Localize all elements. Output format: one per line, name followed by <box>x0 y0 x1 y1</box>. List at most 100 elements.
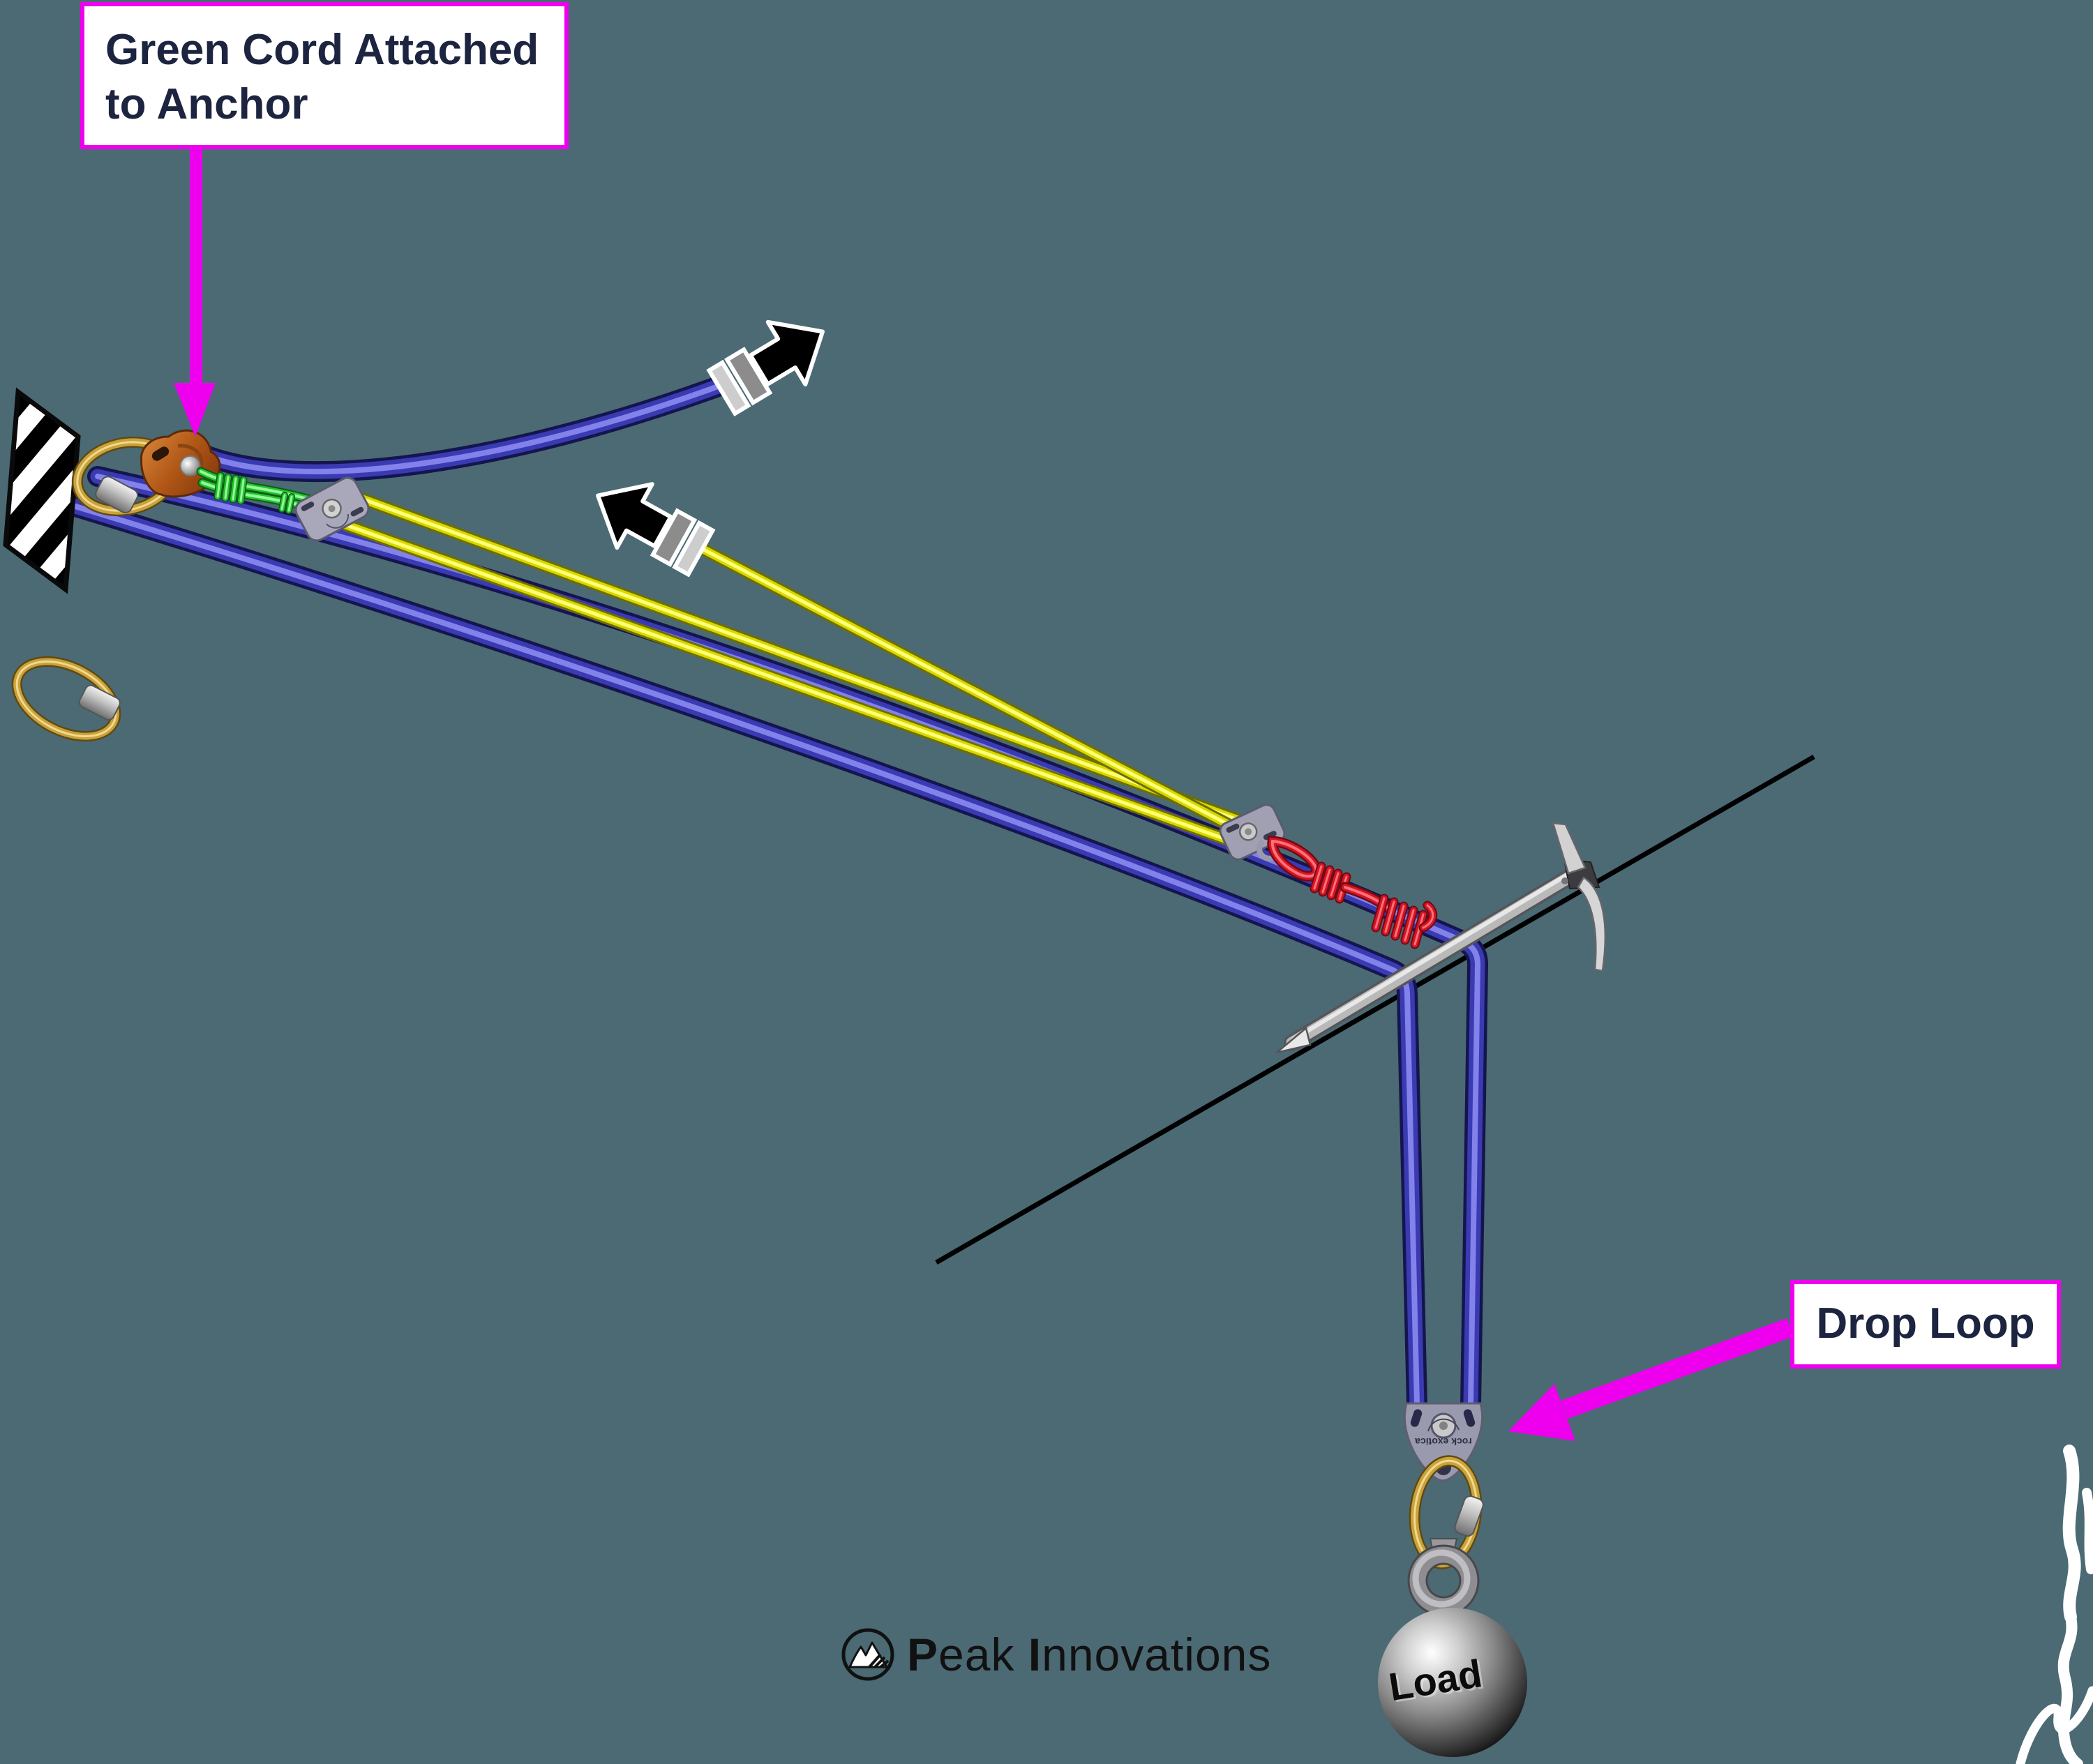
ice-axe-spike <box>1276 1026 1312 1054</box>
drop-loop-callout-text: Drop Loop <box>1816 1299 2035 1348</box>
green-cord-callout-line1: Green Cord Attached <box>105 26 539 74</box>
green-cord-callout: Green Cord Attached to Anchor <box>80 2 569 149</box>
blue-rope-to-arrow <box>193 373 736 483</box>
red-prusik-wrap-2-layer-2 <box>1384 900 1395 933</box>
progress-capture-rivet <box>179 455 201 476</box>
green-callout-arrowhead <box>174 383 216 437</box>
drop-pulley-axle <box>1439 1422 1448 1430</box>
black-arrow-up-icon <box>748 319 825 386</box>
green-cord-knot-coil-3 <box>229 474 240 504</box>
blue-rope-upper-strand-layer-2 <box>95 474 1481 1408</box>
anchor-pulley-plate <box>294 476 370 542</box>
anchor-lower-carabiner <box>11 656 121 742</box>
red-prusik-knot-coil-3 <box>1326 868 1343 900</box>
eye-ring-torus-highlight <box>1412 1549 1471 1608</box>
yellow-haul-rope-2 <box>340 519 1247 851</box>
ice-axe-adze <box>1552 822 1586 875</box>
green-cord-knot-coil-2-layer-2 <box>224 476 230 499</box>
red-prusik-wrap-1-layer-2 <box>1374 897 1386 929</box>
drop-pulley-arc-mark <box>1427 1418 1460 1432</box>
anchor-pulley-slot-left <box>301 502 315 511</box>
red-prusik-tail <box>1418 900 1438 933</box>
watermark-scribble-4 <box>2082 1488 2093 1574</box>
ice-axe-pick <box>1577 876 1607 972</box>
logo-letter-i: I <box>1028 1629 1042 1680</box>
yellow-haul-rope-2-layer-2 <box>345 523 1243 847</box>
green-cord-wrap-1-layer-2 <box>280 494 286 511</box>
drop-callout-arrow-shaft <box>1561 1318 1794 1419</box>
red-prusik-loop <box>1267 835 1321 882</box>
red-prusik-knot-coil-2 <box>1318 865 1335 897</box>
yellow-haul-rope-pull-strand <box>696 543 1256 842</box>
green-cord-knot-coil-1 <box>213 472 225 501</box>
anchor-pulley-slot-right <box>350 506 364 517</box>
crevasse-edge-line <box>935 754 1815 1265</box>
red-prusik-loop-layer-2 <box>1270 839 1318 878</box>
red-prusik-wrap-3 <box>1390 901 1409 941</box>
rope-direction-arrow-pull <box>596 482 716 578</box>
green-cord-wrap-1 <box>278 492 288 513</box>
green-cord-knot-coil-2 <box>221 473 232 502</box>
red-prusik-wrap-2 <box>1381 897 1399 937</box>
load-ball <box>1378 1608 1527 1757</box>
drop-pulley-slot-left <box>1410 1409 1423 1427</box>
drop-loop-callout: Drop Loop <box>1790 1280 2061 1369</box>
green-cord-wrap-2 <box>285 493 295 514</box>
anchor-lower-carabiner-ring <box>11 656 121 742</box>
red-prusik-knot-coil-2-layer-2 <box>1321 868 1331 894</box>
anchor-main-carabiner <box>71 436 180 517</box>
logo-letter-p: P <box>907 1629 939 1680</box>
yellow-haul-rope-1 <box>346 489 1259 831</box>
yellow-haul-rope-1-layer-2 <box>350 493 1254 827</box>
blue-rope-upper-strand-layer-1 <box>90 469 1485 1412</box>
traveling-pulley-axle <box>1245 828 1252 836</box>
green-cord-knot-coil-1-layer-2 <box>216 474 222 498</box>
red-prusik-wrap-3-layer-2 <box>1394 905 1405 937</box>
drop-pulley-slot-right <box>1463 1409 1476 1427</box>
arrow-band-dark <box>650 508 698 568</box>
arrow-band-light <box>706 359 751 416</box>
blue-rope-lower-strand <box>56 493 1427 1415</box>
blue-rope-to-arrow-layer-2 <box>201 381 728 475</box>
traveling-pulley-slot-left <box>1226 823 1240 833</box>
anchor-pulley-axle <box>328 505 336 513</box>
green-cord-callout-line2: to Anchor <box>105 80 308 129</box>
red-prusik-wrap-1 <box>1371 894 1389 933</box>
yellow-haul-rope-pull-strand-layer-2 <box>700 547 1252 838</box>
rope-direction-arrow-up <box>706 319 825 416</box>
ice-axe <box>1276 822 1607 1054</box>
red-prusik-wrap-4 <box>1400 905 1418 945</box>
watermark-scribble-3 <box>2016 1686 2093 1764</box>
load-eye-ring <box>1407 1538 1480 1617</box>
red-prusik-knot-coil-1 <box>1310 861 1326 894</box>
blue-rope-upper-strand <box>87 466 1489 1415</box>
peak-innovations-logo: Peak Innovations <box>840 1625 1271 1684</box>
red-prusik-tail-layer-2 <box>1422 904 1434 929</box>
logo-wordmark: Peak Innovations <box>907 1629 1272 1680</box>
green-callout-arrow-shaft <box>190 149 202 392</box>
anchor-main-carabiner-sleeve <box>95 476 139 514</box>
anchor-lower-carabiner-sleeve <box>78 684 121 721</box>
traveling-pulley-slot-right <box>1263 831 1277 840</box>
ice-axe-shaft <box>1286 866 1584 1049</box>
green-cord-knot-coil-3-layer-2 <box>232 477 237 501</box>
black-arrow-pull-icon <box>596 482 673 550</box>
arrow-band-light <box>672 520 716 578</box>
green-cord-knot-coil-4-layer-2 <box>239 478 245 502</box>
green-cord-wrap-2-layer-2 <box>287 495 293 512</box>
ice-axe-shaft-highlight <box>1291 867 1579 1041</box>
ice-axe-shaft-hole <box>1561 877 1568 884</box>
drop-pulley-brand-text: rock exotica <box>1415 1436 1472 1447</box>
anchor-pulley-arc-mark <box>326 513 350 529</box>
mountain-logo-icon <box>841 1628 894 1681</box>
drop-carabiner-sleeve <box>1454 1495 1484 1537</box>
progress-capture-swirl <box>177 444 204 467</box>
drop-callout-arrowhead <box>1508 1384 1575 1441</box>
arrow-band-dark <box>724 347 773 406</box>
red-prusik-knot-coil-1-layer-2 <box>1313 865 1323 890</box>
blue-rope-lower-strand-layer-2 <box>63 501 1420 1408</box>
progress-capture-slot <box>151 446 170 461</box>
red-prusik-wrap-4-layer-2 <box>1404 909 1415 942</box>
